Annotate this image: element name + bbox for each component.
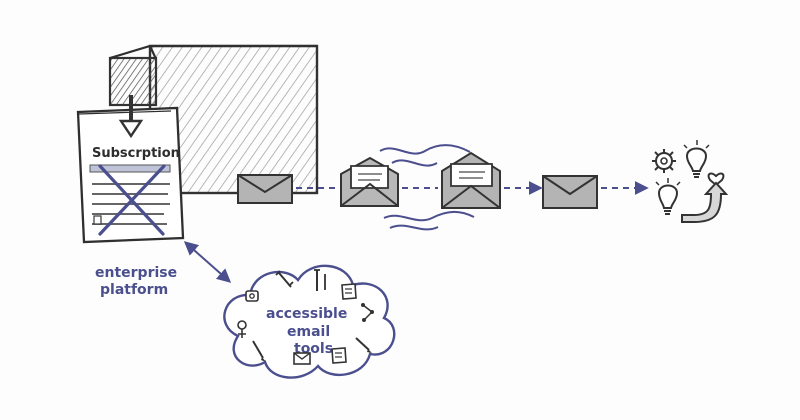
wave-line-4 bbox=[389, 224, 439, 231]
accessibility-icon bbox=[237, 320, 247, 338]
pencil-icon bbox=[252, 340, 266, 362]
document-edit-icon bbox=[341, 283, 357, 300]
pen-tool-icon bbox=[314, 269, 326, 291]
open-envelope-icon-2 bbox=[441, 151, 501, 209]
cloud-label-line-1: accessible bbox=[266, 306, 347, 322]
wave-line-2 bbox=[391, 159, 438, 167]
gear-icon bbox=[652, 149, 676, 173]
document-cross-mark bbox=[98, 164, 166, 236]
email-flow bbox=[237, 144, 649, 231]
document-title: Subscrption bbox=[92, 146, 180, 161]
lightbulb-icon-top bbox=[683, 140, 710, 178]
platform-label-line-2: platform bbox=[100, 282, 168, 298]
download-arrow bbox=[118, 95, 144, 139]
mail-icon bbox=[293, 352, 311, 365]
camera-icon bbox=[245, 290, 259, 302]
lightbulb-icon-bottom bbox=[655, 178, 681, 215]
accessible-tools-cloud: accessible email tools bbox=[223, 264, 396, 379]
closed-envelope-icon-1 bbox=[237, 174, 293, 204]
cloud-label-line-2: email bbox=[287, 324, 330, 340]
subscription-document: Subscrption bbox=[76, 95, 185, 244]
wave-line-3 bbox=[383, 210, 475, 222]
platform-label-line-1: enterprise bbox=[95, 265, 177, 281]
document-checkbox bbox=[93, 215, 102, 225]
open-envelope-icon-1 bbox=[340, 156, 399, 207]
document-highlight-line bbox=[89, 164, 171, 173]
note-icon bbox=[331, 347, 347, 364]
network-icon bbox=[361, 303, 374, 322]
growth-arrow-icon bbox=[681, 181, 729, 223]
platform-link-arrow bbox=[183, 241, 232, 283]
outcome-icons bbox=[652, 140, 729, 223]
enterprise-platform-label: enterprise platform bbox=[95, 241, 232, 298]
brush-icon bbox=[355, 337, 372, 353]
closed-envelope-icon-2 bbox=[542, 175, 598, 209]
wave-line-1 bbox=[379, 144, 471, 155]
wrench-icon bbox=[275, 270, 294, 288]
